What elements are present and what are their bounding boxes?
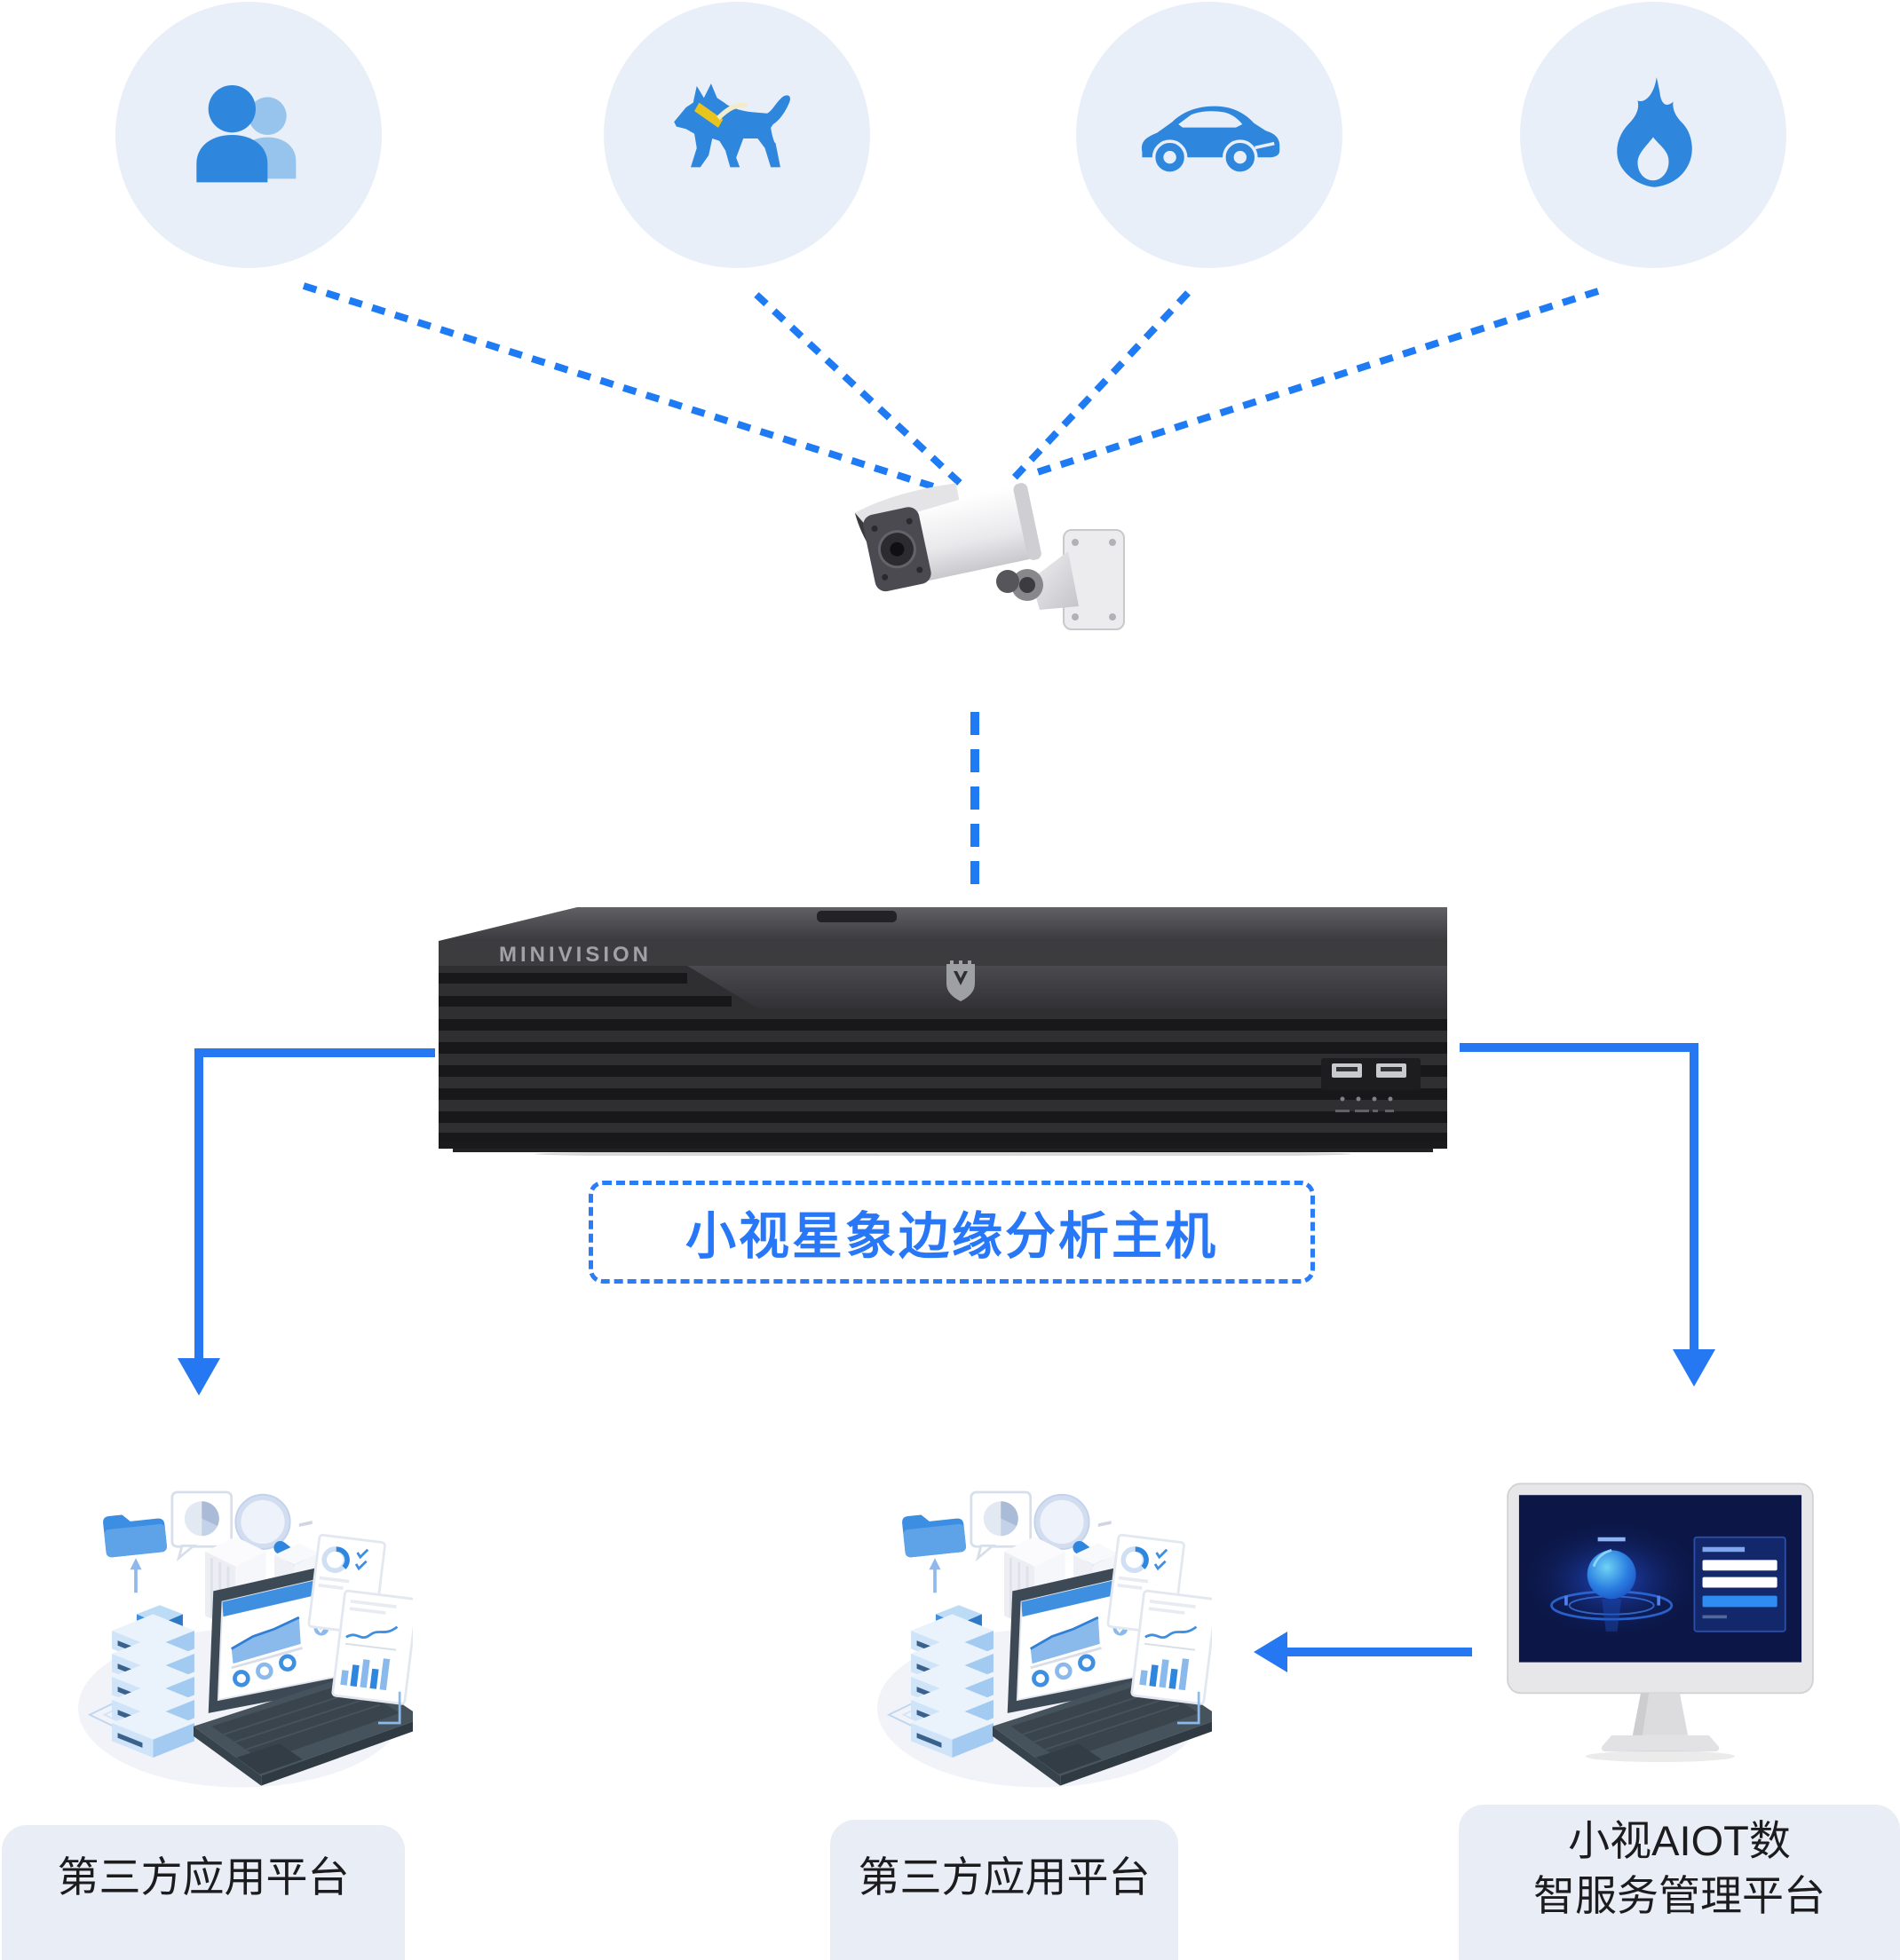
third-party-platform-illustration-middle xyxy=(866,1469,1212,1815)
device-brand-text: MINIVISION xyxy=(499,943,652,967)
edge-device-label-text: 小视星象边缘分析主机 xyxy=(685,1208,1218,1265)
dog-icon xyxy=(673,83,790,168)
platform-label-right-line1: 小视AIOT数 xyxy=(1568,1817,1791,1864)
device-top-face xyxy=(439,907,1447,941)
detection-circle-car xyxy=(1076,2,1342,268)
edge-device-label-box: 小视星象边缘分析主机 xyxy=(589,1181,1315,1284)
edge-analysis-device: MINIVISION xyxy=(439,907,1447,1156)
platform-label-middle-text: 第三方应用平台 xyxy=(858,1853,1151,1901)
dashed-link-fire-to-camera xyxy=(1033,288,1600,477)
usb-ports xyxy=(1321,1058,1421,1112)
detection-circle-fire xyxy=(1520,2,1786,268)
flame-icon xyxy=(1617,77,1692,187)
arrow-monitor-to-middle-platform xyxy=(1254,1632,1472,1672)
arrow-device-to-right-platform xyxy=(1460,1043,1715,1387)
people-icon xyxy=(196,85,297,183)
cctv-camera xyxy=(854,483,1125,630)
shield-mv-logo xyxy=(946,960,975,1001)
platform-label-middle: 第三方应用平台 xyxy=(830,1820,1178,1960)
detection-circle-people xyxy=(115,2,382,268)
platform-label-left: 第三方应用平台 xyxy=(2,1825,405,1960)
platform-label-right: 小视AIOT数 智服务管理平台 xyxy=(1459,1805,1900,1960)
car-icon xyxy=(1141,106,1280,175)
platform-label-right-line2: 智服务管理平台 xyxy=(1533,1872,1825,1920)
detection-circle-dog xyxy=(604,2,870,268)
arrow-device-to-left-platform xyxy=(178,1048,435,1395)
aiot-platform-monitor-illustration xyxy=(1490,1475,1831,1784)
platform-label-left-text: 第三方应用平台 xyxy=(57,1853,350,1901)
third-party-platform-illustration-left xyxy=(67,1469,413,1815)
